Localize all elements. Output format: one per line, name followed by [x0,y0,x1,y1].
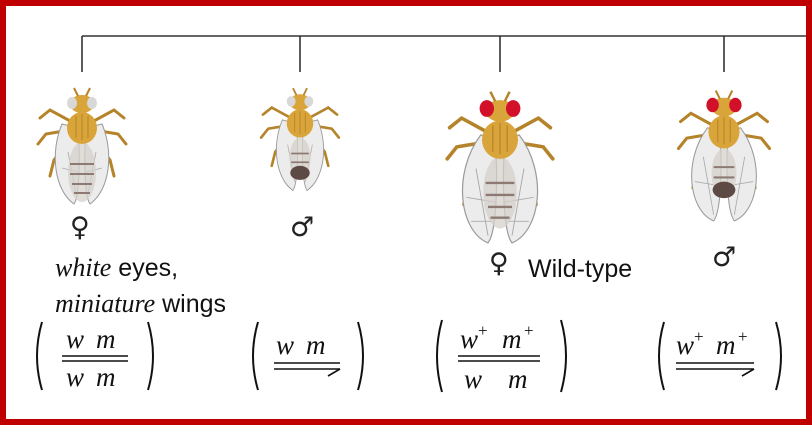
plus-sup: + [738,327,748,346]
right-paren-icon [148,322,153,390]
female-symbol: ♀ [489,250,509,277]
genotype-female-wild-type: w + m + w m [430,314,575,398]
right-paren-icon [776,322,781,390]
male-symbol: ♂ [712,244,736,271]
right-paren-icon [358,322,363,390]
allele-m-plus: m [502,324,522,354]
fly-female-white-eyes-icon [32,72,132,217]
y-chromosome-hook-icon [742,369,754,376]
plus-sup: + [694,327,704,346]
female-symbol: ♀ [70,214,90,241]
allele-m: m [96,324,116,354]
eyes-text: eyes, [111,254,178,282]
wings-text: wings [155,290,226,318]
left-paren-icon [253,322,258,390]
right-paren-icon [561,320,566,392]
genotype-male-wild-type: w + m + [652,316,792,396]
left-paren-icon [37,322,42,390]
allele-m: m [96,362,116,392]
allele-w: w [66,324,84,354]
fly-male-wild-type-icon [670,74,778,224]
caption-miniature-wings: miniature wings [55,289,226,319]
fly-male-white-eyes-icon [252,74,348,202]
fly-female-wild-type-icon [440,72,560,247]
left-paren-icon [659,322,664,390]
allele-m: m [508,364,528,394]
plus-sup: + [524,321,534,340]
allele-m-plus: m [716,330,736,360]
caption-white-eyes: white eyes, [55,253,178,283]
caption-wild-type: Wild-type [528,255,632,284]
male-symbol: ♂ [290,214,314,241]
allele-w-plus: w [676,330,694,360]
allele-m: m [306,330,326,360]
miniature-italic-text: miniature [55,289,155,318]
white-italic-text: white [55,253,111,282]
allele-w: w [464,364,482,394]
left-paren-icon [437,320,442,392]
genotype-male-white-miniature: w m [246,316,376,396]
allele-w: w [66,362,84,392]
allele-w: w [276,330,294,360]
allele-w-plus: w [460,324,478,354]
plus-sup: + [478,321,488,340]
genotype-female-white-miniature: w m w m [30,316,160,396]
y-chromosome-hook-icon [328,369,340,376]
